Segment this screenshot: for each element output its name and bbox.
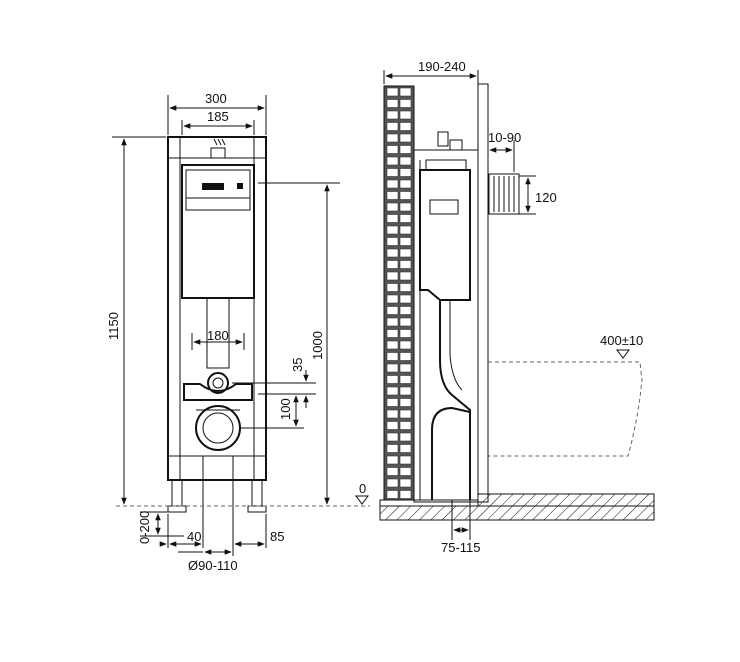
frame-side [413,149,479,503]
dim-85: 85 [270,529,284,544]
dim-35: 35 [290,358,305,372]
dim-190-240: 190-240 [418,59,466,74]
dim-75-115: 75-115 [441,540,481,555]
front-view: 300 185 1150 1000 180 35 100 0-200 [106,91,370,573]
dim-0-200: 0-200 [137,511,152,544]
dim-100: 100 [278,398,293,420]
dim-1000: 1000 [310,331,325,360]
dim-10-90: 10-90 [488,130,521,145]
dim-40: 40 [187,529,201,544]
toilet-bowl [487,361,643,457]
inlet-connector [488,173,520,215]
dim-185: 185 [207,109,229,124]
frame-outline [167,136,267,481]
side-view: 0 190-240 10-90 120 400±10 75-115 [355,59,655,555]
dim-bowl-height: 400±10 [600,333,643,348]
water-inlet [207,372,229,394]
dim-180: 180 [207,328,229,343]
brick-wall [383,85,415,501]
floor [379,505,655,521]
dim-300: 300 [205,91,227,106]
zero-mark: 0 [359,481,366,496]
dim-120: 120 [535,190,557,205]
dim-1150: 1150 [106,312,121,340]
dim-drain-diameter: Ø90-110 [188,558,238,573]
